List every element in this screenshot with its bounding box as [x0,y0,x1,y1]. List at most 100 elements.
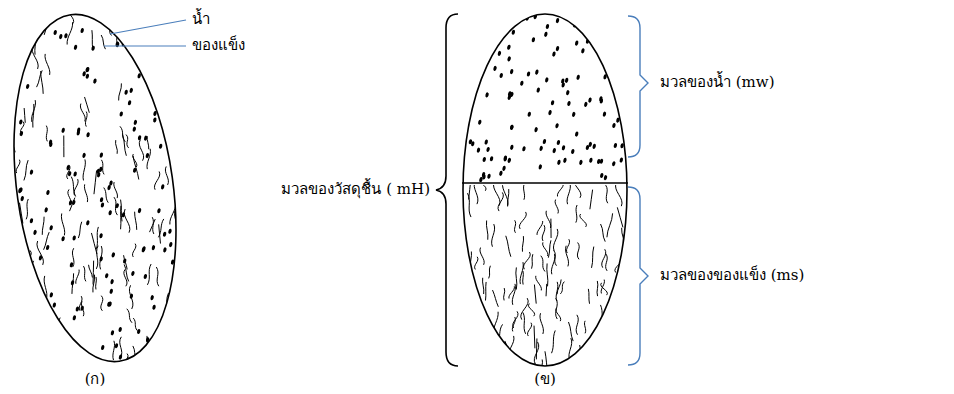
solid-fibre [484,345,486,360]
solid-fibre [26,347,30,364]
solid-fibre [133,154,137,167]
water-part [460,13,631,182]
water-dot [614,39,618,45]
water-dot [75,306,79,312]
water-dot [18,188,22,194]
water-dot [608,22,612,28]
water-dot [6,107,10,113]
water-dot [602,111,606,117]
solid-fibre [543,242,548,256]
water-dot [552,148,556,154]
solid-fibre [475,257,478,270]
solid-fibre [101,35,105,49]
water-dot [125,18,129,24]
solid-fibre [179,333,183,348]
solid-fibre [626,359,632,375]
solid-fibre [84,184,87,202]
solid-fibre [616,185,622,206]
water-dot [76,5,80,11]
solid-fibre [597,281,599,296]
water-dot [108,210,112,216]
solid-fibre [577,242,579,259]
solid-fibre [624,324,628,342]
water-dot [168,228,172,234]
water-dot [538,164,542,170]
solid-fibre [96,246,98,269]
water-dot [45,245,49,251]
water-dot [507,44,511,50]
water-dot [20,196,24,202]
water-dot [64,9,68,15]
water-dot [73,171,77,177]
solid-fibre [91,233,97,254]
bracket-label: มวลของของแข็ง (ms) [660,266,804,284]
water-dot [548,110,552,116]
water-dot [159,108,163,114]
solid-fibre [620,269,626,288]
solid-fibre [80,104,85,122]
water-dot [122,258,126,264]
water-dot [172,112,176,118]
solid-fibre [42,217,44,235]
solid-fibre [523,252,530,269]
solid-fibre [67,359,70,372]
solid-fibre [477,346,479,364]
water-dot [67,171,71,177]
water-dot [627,168,631,174]
water-dot [581,48,585,54]
water-dot [522,146,526,152]
water-dot [46,327,50,333]
water-dot [507,157,511,163]
water-dot [109,288,113,294]
water-dot [118,354,122,360]
water-dot [567,101,571,107]
solid-fibre [534,285,536,304]
water-dot [487,173,491,179]
solid-fibre [61,213,64,235]
solid-fibre [542,225,545,241]
water-dot [174,310,178,316]
solid-fibre [528,323,532,336]
water-dot [561,82,565,88]
water-dot [472,82,476,88]
water-dot [82,152,86,158]
solid-fibre [44,232,50,250]
solid-fibre [149,14,151,31]
solid-fibre [175,59,177,78]
water-dot [605,53,609,59]
part-label: ของแข็ง [192,36,245,54]
water-dot [115,42,119,48]
water-dot [563,157,567,163]
solid-fibre [20,350,21,362]
solid-fibre [481,357,484,375]
water-dot [31,9,35,15]
water-dot [59,34,63,40]
solid-fibre [576,315,578,335]
water-dot [539,145,543,151]
water-dot [76,127,80,133]
solid-fibre [21,278,26,300]
solid-fibre [522,236,523,252]
bracket [628,187,648,365]
solid-fibre [556,298,558,319]
solid-fibre [63,136,64,158]
solid-fibre [114,182,118,198]
water-dot [69,262,73,268]
water-dot [37,27,41,33]
solid-fibre [157,65,160,79]
solid-fibre [498,192,503,211]
water-dot [168,365,172,371]
solid-fibre [487,322,491,344]
water-dot [142,367,146,373]
water-dot [130,37,134,43]
solid-fibre [179,102,182,119]
solid-fibre [625,276,627,293]
water-dot [469,50,473,56]
water-dot [5,129,9,135]
water-dot [152,304,156,310]
water-dot [6,124,10,130]
water-dot [114,19,118,25]
water-dot [600,173,604,179]
solid-fibre [78,222,81,238]
